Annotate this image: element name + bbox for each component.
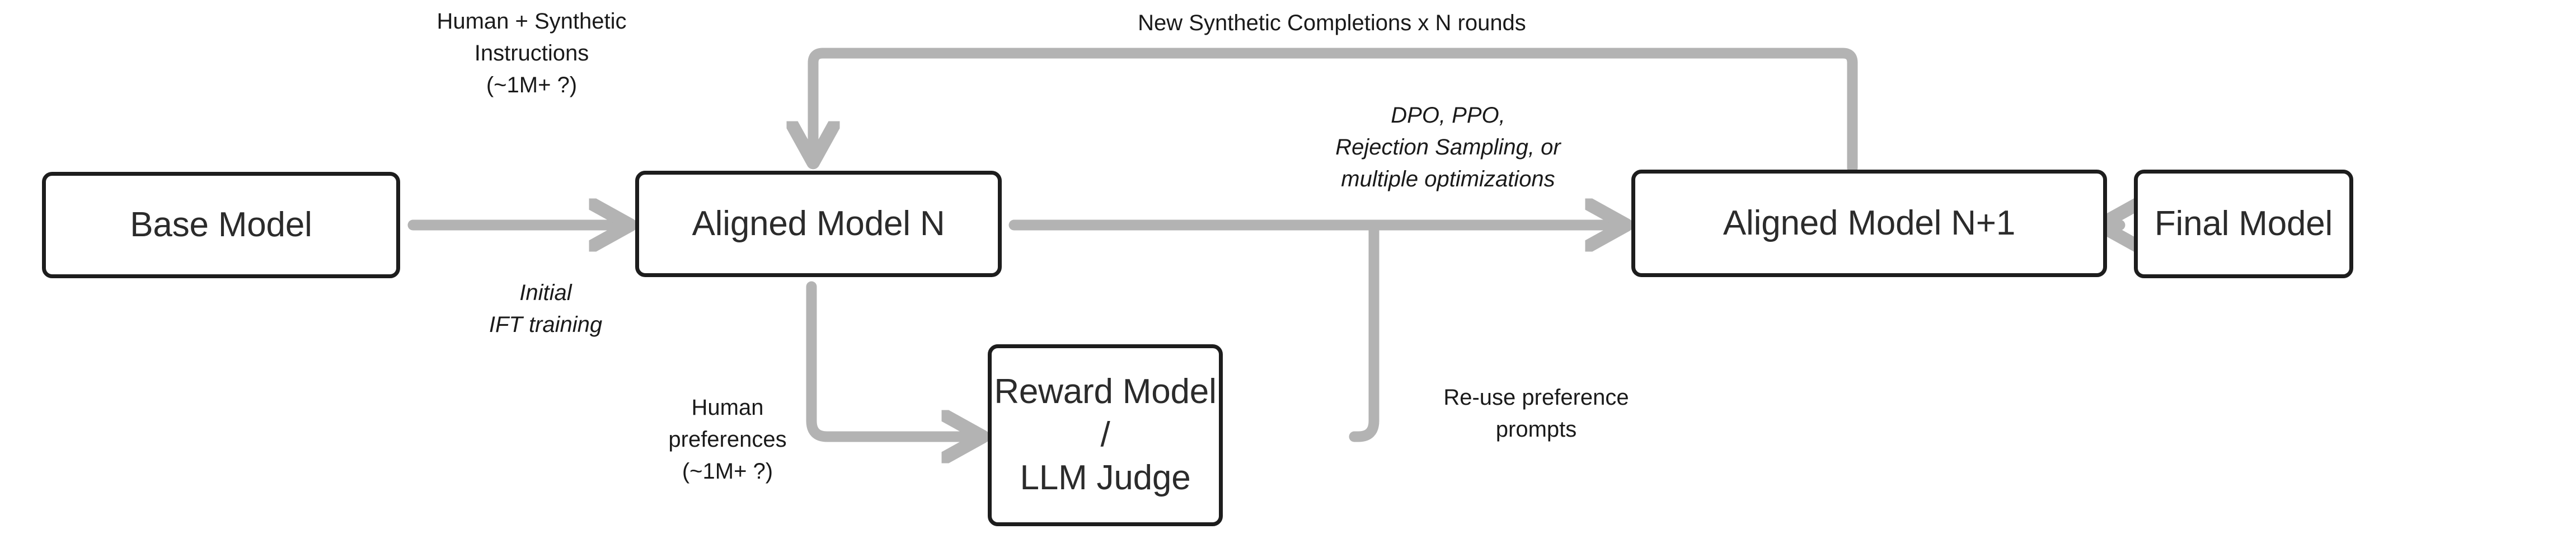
label-reuse-preference-prompts: Re-use preference prompts — [1443, 385, 1629, 442]
node-reward-model-llm-judge-label: Reward Model / LLM Judge — [994, 372, 1217, 497]
label-optimization-methods: DPO, PPO, Rejection Sampling, or multipl… — [1335, 103, 1561, 191]
node-final-model-label: Final Model — [2154, 204, 2333, 243]
line-reuse-preference-prompts — [1349, 225, 1380, 442]
node-base-model-label: Base Model — [130, 205, 312, 244]
label-new-synthetic-completions: New Synthetic Completions x N rounds — [1138, 11, 1526, 35]
node-aligned-model-n-plus-1-label: Aligned Model N+1 — [1723, 203, 2016, 242]
node-base-model[interactable]: Base Model — [42, 172, 400, 278]
node-aligned-model-n[interactable]: Aligned Model N — [635, 171, 1002, 277]
node-reward-model-llm-judge[interactable]: Reward Model / LLM Judge — [988, 344, 1223, 526]
node-aligned-model-n-label: Aligned Model N — [692, 204, 945, 243]
label-human-synthetic-instructions: Human + Synthetic Instructions (~1M+ ?) — [437, 9, 627, 97]
label-initial-ift-training: Initial IFT training — [489, 280, 603, 337]
label-human-preferences: Human preferences (~1M+ ?) — [668, 395, 787, 484]
node-final-model[interactable]: Final Model — [2134, 170, 2353, 278]
node-aligned-model-n-plus-1[interactable]: Aligned Model N+1 — [1631, 170, 2107, 277]
